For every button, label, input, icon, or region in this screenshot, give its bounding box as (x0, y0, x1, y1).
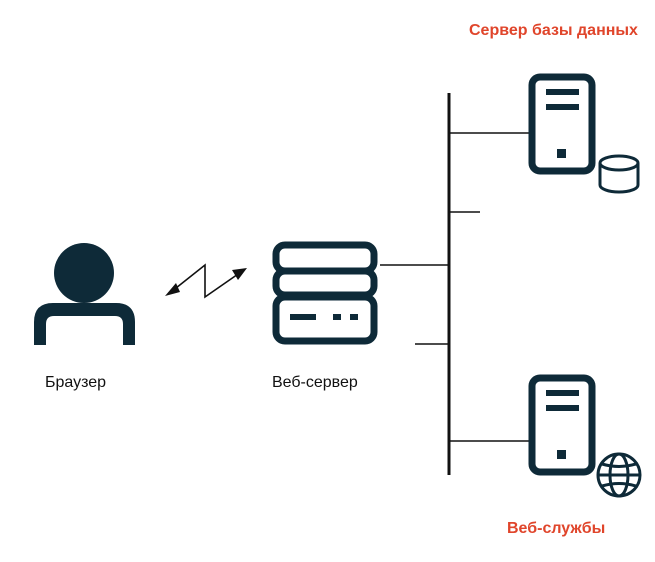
server-stack-icon (272, 241, 378, 345)
user-icon (34, 243, 135, 345)
server-tower-icon (528, 73, 596, 175)
lightning-link-icon (165, 263, 247, 299)
server-tower-icon (528, 374, 596, 476)
db-server-label: Сервер базы данных (469, 22, 638, 39)
browser-label: Браузер (45, 374, 107, 391)
globe-icon (596, 452, 642, 498)
web-services-label: Веб-службы (507, 520, 606, 537)
web-server-label: Веб-сервер (272, 374, 358, 391)
server-status-lights (290, 314, 358, 320)
database-icon (598, 154, 640, 194)
